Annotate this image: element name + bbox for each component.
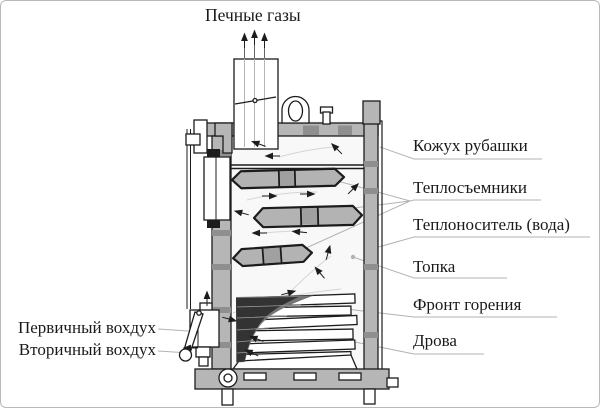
outlet-branch [362, 100, 381, 125]
wall-segment [364, 188, 378, 194]
right-leg [363, 388, 376, 405]
air-supply-assembly [178, 302, 220, 367]
leader-jacket [379, 146, 542, 160]
heat-extractor-plates [230, 167, 364, 268]
wall-segment [212, 342, 231, 348]
combustion-front-lines [236, 304, 302, 354]
base-stub [386, 377, 399, 388]
wall-segment [364, 161, 378, 167]
heat-plate-1 [230, 167, 346, 190]
outer-casing-left [186, 129, 191, 309]
base-slot [293, 372, 317, 381]
wall-segment [212, 230, 231, 236]
label-combustion-front: Фронт горения [413, 295, 522, 314]
air-box-foot [198, 356, 209, 367]
door-hinge-top [207, 149, 220, 159]
heat-plate-3 [232, 243, 314, 268]
label-secondary-air: Вторичный вохдух [18, 340, 156, 359]
label-coolant: Теплоноситель (вода) [413, 215, 570, 234]
base-slot [243, 372, 267, 381]
up-arrow-icon [260, 32, 269, 49]
wall-segment [338, 125, 352, 135]
chimney-duct [233, 58, 279, 150]
drain-fitting-hole [223, 373, 233, 383]
label-flue-gases: Печные газы [205, 5, 301, 25]
label-heat-extractors: Теплосъемники [413, 178, 527, 197]
base [194, 368, 399, 406]
door-hinge-bottom [207, 218, 220, 228]
base-slot [338, 372, 362, 381]
up-arrow-icon [250, 29, 259, 46]
pointer-dot [350, 254, 356, 260]
label-firewood: Дрова [413, 331, 457, 350]
door-panel [203, 156, 231, 221]
left-leg [221, 388, 234, 406]
chimney [233, 29, 381, 150]
log [242, 328, 354, 342]
lifting-lug-hole [287, 100, 304, 122]
damper-pivot [252, 97, 258, 104]
firebox-ceiling-partition [230, 164, 364, 170]
heat-plate-2 [252, 204, 364, 229]
up-arrow-icon [240, 32, 249, 49]
leader-coolant [374, 236, 590, 249]
wall-segment [364, 264, 378, 270]
loading-door [185, 119, 231, 228]
corner-piece [214, 122, 233, 154]
label-jacket: Кожух рубашки [413, 136, 528, 155]
lever-pivot [196, 310, 202, 316]
combustion-front [236, 297, 299, 362]
fitting-stub [322, 111, 331, 125]
air-box-bracket [195, 346, 211, 358]
wall-segment [212, 150, 231, 156]
wall-segment [212, 307, 231, 313]
label-primary-air: Первичный вохдух [17, 318, 156, 337]
firewood-stack [231, 293, 358, 370]
wall-segment [303, 125, 319, 135]
wall-segment [364, 332, 378, 338]
wall-segment [212, 264, 231, 270]
door-latch-handle [185, 133, 201, 146]
label-firebox: Топка [413, 257, 456, 276]
